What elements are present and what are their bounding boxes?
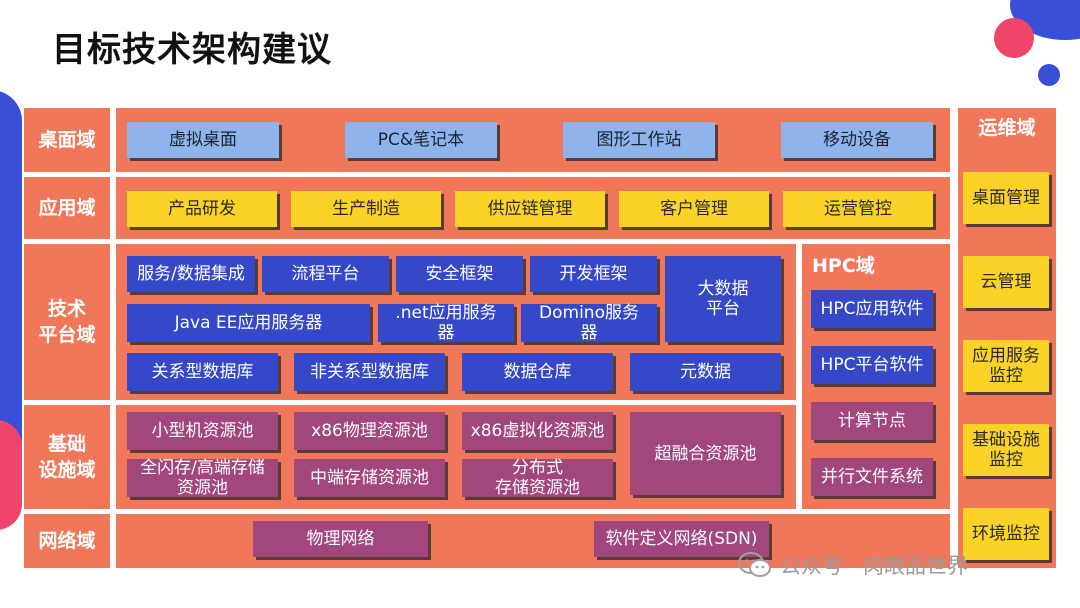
infra-item-distributed-storage-pool: 分布式 存储资源池 — [462, 458, 613, 498]
tech-item-metadata: 元数据 — [630, 353, 781, 391]
app-item-operations-control: 运营管控 — [783, 191, 933, 227]
decor-circle-top-right-red — [994, 18, 1034, 58]
hpc-item-platform-software: HPC平台软件 — [811, 346, 933, 384]
decor-circle-left-red — [0, 420, 22, 530]
desktop-item-mobile-device: 移动设备 — [781, 122, 933, 158]
tech-item-java-ee-server: Java EE应用服务器 — [127, 304, 370, 342]
wechat-icon — [738, 552, 771, 577]
tech-item-data-warehouse: 数据仓库 — [462, 353, 613, 391]
desktop-item-graphics-workstation: 图形工作站 — [563, 122, 715, 158]
app-item-manufacturing: 生产制造 — [291, 191, 441, 227]
ops-item-app-service-monitoring: 应用服务 监控 — [963, 340, 1049, 392]
hpc-item-compute-node: 计算节点 — [811, 402, 933, 440]
decor-circle-top-right-small — [1038, 64, 1060, 86]
ops-item-cloud-mgmt: 云管理 — [963, 256, 1049, 308]
watermark-text: 公众号 · 肉眼品世界 — [780, 554, 969, 578]
desktop-item-virtual-desktop: 虚拟桌面 — [127, 122, 279, 158]
desktop-domain-label: 桌面域 — [24, 108, 110, 172]
app-item-product-rd: 产品研发 — [127, 191, 277, 227]
infra-item-all-flash-storage-pool: 全闪存/高端存储 资源池 — [127, 458, 278, 498]
tech-item-dotnet-server: .net应用服务 器 — [378, 303, 514, 343]
infra-item-x86-virtual-pool: x86虚拟化资源池 — [462, 412, 613, 450]
tech-item-nosql-db: 非关系型数据库 — [294, 353, 445, 391]
app-item-supply-chain: 供应链管理 — [455, 191, 605, 227]
decor-circle-left — [0, 90, 22, 510]
hpc-domain-title: HPC域 — [812, 255, 875, 277]
infra-item-midrange-storage-pool: 中端存储资源池 — [294, 459, 445, 497]
ops-domain-title: 运维域 — [978, 117, 1036, 139]
tech-item-relational-db: 关系型数据库 — [127, 353, 278, 391]
tech-item-process-platform: 流程平台 — [262, 256, 389, 292]
infra-item-hyperconverged-pool: 超融合资源池 — [630, 412, 781, 495]
ops-item-environment-monitoring: 环境监控 — [963, 508, 1049, 560]
tech-item-dev-framework: 开发框架 — [530, 256, 657, 292]
infra-item-minicomputer-pool: 小型机资源池 — [127, 412, 278, 450]
hpc-item-app-software: HPC应用软件 — [811, 290, 933, 328]
ops-item-infra-monitoring: 基础设施 监控 — [963, 424, 1049, 476]
infrastructure-domain-label: 基础 设施域 — [24, 405, 110, 509]
watermark: 公众号 · 肉眼品世界 — [738, 550, 968, 580]
tech-item-domino-server: Domino服务 器 — [521, 303, 657, 343]
network-item-physical-network: 物理网络 — [253, 521, 428, 557]
app-item-customer-mgmt: 客户管理 — [619, 191, 769, 227]
hpc-item-parallel-filesystem: 并行文件系统 — [811, 458, 933, 496]
infra-item-x86-physical-pool: x86物理资源池 — [294, 412, 445, 450]
tech-item-security-framework: 安全框架 — [396, 256, 523, 292]
ops-item-desktop-mgmt: 桌面管理 — [963, 172, 1049, 224]
tech-item-big-data-platform: 大数据 平台 — [665, 256, 781, 342]
network-domain-label: 网络域 — [24, 514, 110, 568]
tech-platform-domain-label: 技术 平台域 — [24, 244, 110, 400]
application-domain-label: 应用域 — [24, 177, 110, 239]
desktop-item-pc-laptop: PC&笔记本 — [345, 122, 497, 158]
network-item-sdn: 软件定义网络(SDN) — [594, 521, 769, 557]
page-title: 目标技术架构建议 — [52, 30, 332, 70]
tech-item-service-data-integration: 服务/数据集成 — [127, 256, 255, 292]
